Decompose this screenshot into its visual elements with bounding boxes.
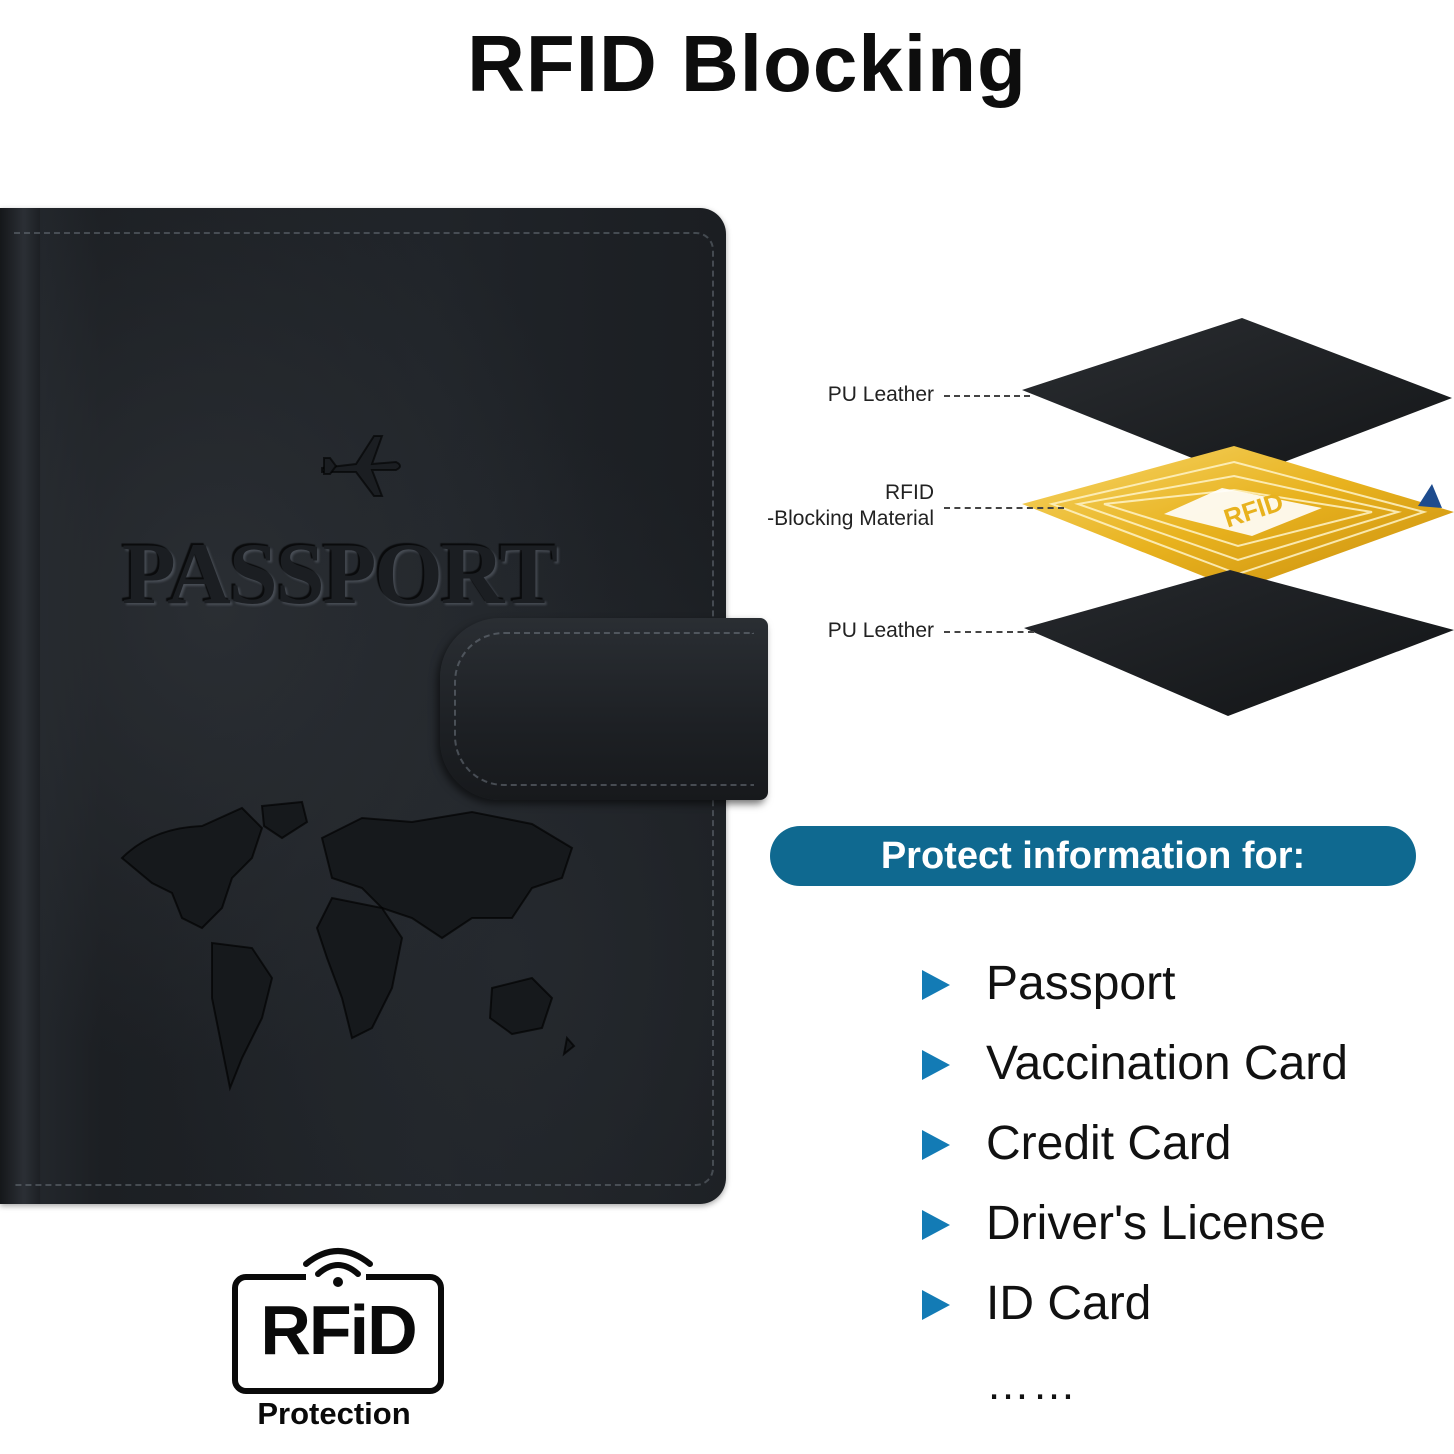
triangle-bullet-icon [922,1290,950,1320]
airplane-icon [321,435,401,497]
list-item: Credit Card [920,1112,1348,1192]
layer-label-rfid-line1: RFID [885,481,934,504]
wireless-signal-icon [303,1248,373,1287]
snap-strap [440,618,768,800]
layer-label-bottom: PU Leather [827,619,934,642]
protected-items-list: Passport Vaccination Card Credit Card Dr… [920,952,1348,1352]
more-ellipsis: …… [986,1360,1078,1409]
cover-spine [0,208,40,1204]
list-item: Passport [920,952,1348,1032]
layer-label-rfid-line2: -Blocking Material [767,507,934,530]
logo-rfid-word: RFiD [260,1291,417,1369]
logo-caption: Protection [257,1396,411,1431]
list-item-label: Driver's License [986,1197,1326,1250]
list-item: Driver's License [920,1192,1348,1272]
page-title: RFID Blocking [467,19,1027,108]
triangle-bullet-icon [922,970,950,1000]
leader-line-bottom [944,631,1034,633]
list-item: Vaccination Card [920,1032,1348,1112]
list-item-label: Passport [986,957,1176,1010]
list-item: ID Card [920,1272,1348,1352]
layer-label-top: PU Leather [827,383,934,406]
passport-emboss-text: PASSPORT [122,526,558,623]
layer-bottom-leather [1024,570,1454,716]
triangle-bullet-icon [922,1130,950,1160]
list-item-label: ID Card [986,1277,1152,1330]
list-item-label: Vaccination Card [986,1037,1348,1090]
world-map-icon [120,800,576,1092]
triangle-bullet-icon [922,1050,950,1080]
rfid-protection-logo: RFiD Protection [228,1242,444,1442]
leader-line-top [944,395,1030,397]
protect-banner: Protect information for: [770,826,1416,886]
triangle-bullet-icon [922,1210,950,1240]
strap-stitching [454,632,754,786]
leader-line-middle [944,507,1064,509]
layer-top-leather [1022,318,1452,478]
list-item-label: Credit Card [986,1117,1232,1170]
